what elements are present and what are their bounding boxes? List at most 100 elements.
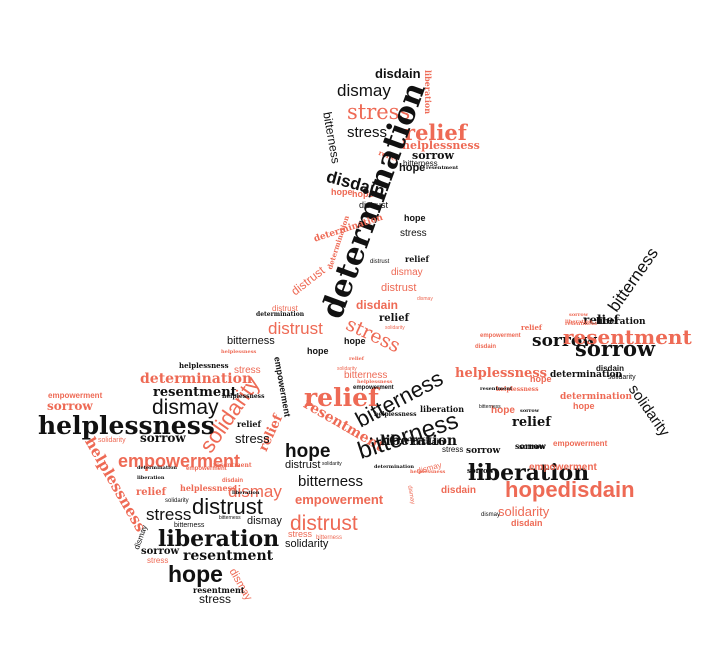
cloud-word-dismay: dismay (152, 396, 219, 419)
cloud-word-solidarity: solidarity (498, 504, 550, 519)
cloud-word-resentment: resentment (183, 548, 274, 564)
cloud-word-relief: relief (404, 120, 467, 145)
cloud-word-liberation: liberation (137, 475, 165, 481)
cloud-word-resentment: resentment (565, 321, 598, 327)
cloud-word-helplessness: helplessness (179, 361, 229, 370)
cloud-word-hopedisdain: hopedisdain (505, 477, 635, 502)
cloud-word-solidarity: solidarity (385, 325, 405, 331)
cloud-word-sorrow: sorrow (575, 336, 656, 361)
cloud-word-hope: hope (573, 401, 595, 411)
cloud-word-solidarity: solidarity (285, 538, 329, 550)
cloud-word-dismay: dismay (406, 485, 416, 505)
cloud-word-sorrow: sorrow (140, 431, 186, 445)
cloud-word-disdain: disdain (441, 485, 477, 496)
cloud-word-empowerment: empowerment (272, 355, 293, 418)
cloud-word-distrust: distrust (268, 319, 323, 338)
cloud-word-hope: hope (331, 187, 353, 197)
cloud-word-hope: hope (168, 561, 223, 587)
cloud-word-helplessness: helplessness (402, 139, 480, 152)
cloud-word-solidarity: solidarity (337, 366, 357, 372)
cloud-word-empowerment: empowerment (295, 492, 384, 507)
cloud-word-relief: relief (405, 254, 429, 264)
cloud-word-helplessness: helplessness (357, 379, 393, 385)
cloud-word-empowerment: empowerment (186, 466, 227, 472)
cloud-word-distrust: distrust (381, 282, 417, 294)
cloud-word-liberation: liberation (468, 460, 590, 486)
cloud-word-empowerment: empowerment (553, 439, 608, 448)
cloud-word-dismay: dismay (391, 267, 423, 278)
cloud-word-solidarity: solidarity (98, 437, 126, 444)
cloud-word-stress: stress (288, 529, 313, 539)
cloud-word-sorrow: sorrow (141, 546, 180, 557)
cloud-word-helplessness: helplessness (81, 434, 150, 535)
cloud-word-empowerment: empowerment (48, 391, 103, 400)
cloud-word-distrust: distrust (408, 437, 428, 443)
cloud-word-bitterness: bitterness (298, 473, 364, 490)
cloud-word-disdain: disdain (413, 437, 445, 447)
cloud-word-dismay: dismay (228, 482, 282, 501)
cloud-word-sorrow: sorrow (519, 442, 546, 451)
cloud-word-solidarity: solidarity (608, 374, 636, 381)
cloud-word-helplessness: helplessness (221, 349, 257, 355)
cloud-word-distrust: distrust (359, 200, 389, 210)
cloud-word-liberation: liberation (565, 319, 593, 325)
cloud-word-hope: hope (307, 346, 329, 356)
cloud-word-determination: determination (137, 465, 178, 471)
cloud-word-resentment: resentment (480, 386, 513, 392)
cloud-word-sorrow: sorrow (466, 446, 501, 456)
cloud-word-helplessness: helplessness (496, 386, 539, 393)
cloud-word-sorrow: sorrow (412, 149, 454, 162)
cloud-word-solidarity: solidarity (624, 381, 673, 440)
cloud-word-sorrow: sorrow (569, 312, 589, 318)
cloud-word-empowerment: empowerment (480, 333, 521, 339)
cloud-word-stress: stress (400, 228, 427, 239)
cloud-word-liberation: liberation (596, 317, 646, 327)
cloud-word-bitterness: bitterness (479, 404, 501, 410)
cloud-word-helplessness: helplessness (410, 469, 446, 475)
cloud-word-empowerment: empowerment (353, 385, 394, 391)
cloud-word-hope: hope (344, 336, 366, 346)
cloud-word-hope: hope (530, 374, 552, 384)
cloud-word-solidarity: solidarity (165, 498, 189, 504)
cloud-word-distrust: distrust (285, 459, 321, 471)
cloud-word-dismay: dismay (247, 515, 282, 527)
cloud-word-distrust: distrust (192, 494, 263, 519)
cloud-word-relief: relief (521, 323, 542, 332)
cloud-word-disdain: disdain (475, 344, 497, 350)
cloud-word-disdain: disdain (375, 66, 421, 81)
cloud-word-bitterness: bitterness (316, 535, 343, 541)
cloud-word-bitterness: bitterness (174, 522, 205, 529)
cloud-word-stress: stress (235, 431, 270, 446)
cloud-word-empowerment: empowerment (118, 451, 241, 471)
cloud-word-relief: relief (379, 313, 409, 324)
cloud-word-helplessness: helplessness (374, 411, 417, 418)
cloud-word-disdain: disdain (222, 478, 244, 484)
cloud-word-resentment: resentment (193, 585, 245, 595)
cloud-word-disdain: disdain (596, 364, 625, 373)
cloud-word-stress: stress (347, 124, 388, 141)
cloud-word-determination: determination (374, 464, 415, 470)
cloud-word-stress: stress (442, 445, 464, 454)
cloud-word-determination: determination (550, 370, 623, 380)
cloud-word-determination: determination (256, 311, 305, 318)
cloud-word-liberation: liberation (380, 433, 458, 449)
cloud-word-liberation: liberation (232, 490, 260, 496)
cloud-word-resentment: resentment (213, 462, 252, 469)
cloud-word-determination: determination (140, 371, 253, 387)
cloud-word-resentment: resentment (426, 165, 459, 171)
cloud-word-liberation: liberation (158, 526, 280, 552)
cloud-word-dismay: dismay (481, 512, 501, 518)
cloud-word-hope: hope (399, 162, 426, 174)
cloud-word-relief: relief (583, 313, 619, 327)
cloud-word-sorrow: sorrow (520, 408, 540, 414)
cloud-word-distrust: distrust (272, 304, 298, 313)
cloud-word-dismay: dismay (337, 81, 391, 100)
cloud-word-bitterness: bitterness (219, 515, 241, 521)
cloud-word-relief: relief (512, 415, 551, 430)
cloud-word-dismay: dismay (417, 296, 433, 302)
cloud-word-sorrow: sorrow (467, 466, 494, 475)
cloud-word-helplessness: helplessness (180, 483, 237, 493)
cloud-word-helplessness: helplessness (455, 366, 547, 381)
cloud-word-stress: stress (147, 556, 169, 565)
